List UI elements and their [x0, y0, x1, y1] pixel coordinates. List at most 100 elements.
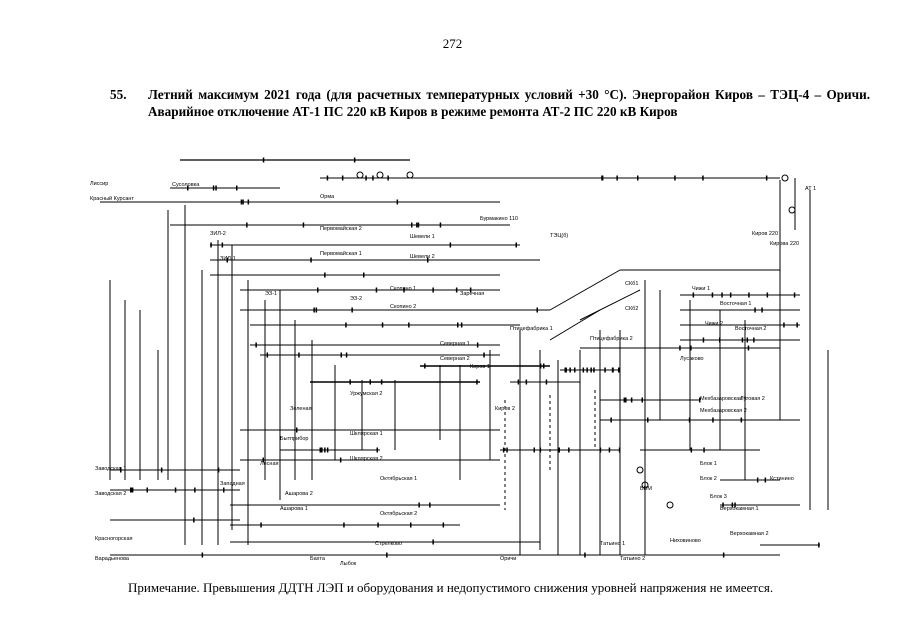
breaker-mark [729, 292, 732, 298]
breaker-mark [731, 502, 734, 508]
breaker-mark [565, 367, 567, 373]
substation-label: Сусоловка [172, 182, 200, 188]
breaker-mark [611, 367, 614, 373]
substation-label: Чижи 1 [692, 286, 710, 292]
substation-label: ЗИЛ-1 [220, 256, 236, 262]
substation-label: Варадьенова [95, 556, 130, 562]
transformer-symbol [666, 501, 674, 509]
substation-label: Луговая 2 [740, 396, 765, 402]
substation-label: Оричи [500, 556, 516, 562]
breaker-mark [766, 292, 769, 298]
breaker-mark [582, 367, 585, 373]
breaker-mark [375, 287, 378, 293]
breaker-mark [296, 427, 298, 433]
breaker-mark [539, 447, 542, 453]
breaker-mark [796, 322, 798, 328]
breaker-mark [260, 522, 262, 528]
substation-label: Лусаково [680, 356, 704, 362]
breaker-mark [376, 447, 378, 453]
breaker-mark [590, 367, 592, 373]
breaker-mark [262, 157, 265, 163]
substation-label: Скопино 2 [390, 304, 416, 310]
breaker-mark [574, 367, 576, 373]
breaker-mark [377, 522, 379, 528]
breaker-mark [604, 367, 606, 373]
breaker-mark [476, 379, 478, 385]
breaker-mark [187, 185, 189, 191]
breaker-mark [353, 157, 356, 163]
breaker-mark [601, 175, 604, 181]
breaker-mark [212, 185, 215, 191]
breaker-mark [593, 367, 595, 373]
breaker-mark [525, 379, 528, 385]
substation-label: Верхокамная 1 [720, 506, 759, 512]
breaker-mark [740, 417, 743, 423]
breaker-mark [719, 337, 721, 343]
substation-label: Лиссир [90, 181, 108, 187]
breaker-mark [618, 367, 620, 373]
breaker-mark [365, 175, 367, 181]
breaker-mark [625, 397, 627, 403]
breaker-mark [427, 257, 429, 263]
substation-label: Заводская 1 [95, 466, 126, 472]
breaker-mark [703, 447, 705, 453]
breaker-mark [210, 242, 212, 248]
substation-label: Ниховиново [670, 538, 701, 544]
section-number: 55. [110, 87, 127, 102]
breaker-mark [408, 322, 410, 328]
substation-label: Заречная [460, 291, 484, 297]
substation-label: Бурмакино 110 [480, 216, 518, 222]
breaker-mark [702, 175, 704, 181]
substation-label: Киров 220 [752, 231, 778, 237]
substation-label: Мехбазаровская 1 [700, 396, 747, 402]
breaker-mark [341, 175, 344, 181]
substation-label: Блок 1 [700, 461, 717, 467]
transformer-symbol [636, 466, 644, 474]
breaker-mark [319, 447, 321, 453]
breaker-mark [340, 352, 342, 358]
breaker-mark [623, 397, 626, 403]
breaker-mark [417, 222, 420, 228]
breaker-mark [439, 222, 442, 228]
breaker-mark [616, 175, 618, 181]
breaker-mark [369, 379, 371, 385]
breaker-mark [608, 447, 611, 453]
breaker-mark [637, 175, 639, 181]
breaker-mark [515, 242, 517, 248]
breaker-mark [568, 447, 570, 453]
substation-label: Киров 1 [470, 364, 490, 370]
breaker-mark [539, 363, 542, 369]
transformer-symbol [356, 171, 364, 179]
transformer-symbol [406, 171, 414, 179]
breaker-mark [298, 352, 300, 358]
breaker-mark [240, 199, 243, 205]
breaker-mark [160, 467, 163, 473]
breaker-mark [761, 307, 763, 313]
breaker-mark [746, 337, 749, 343]
breaker-mark [756, 477, 759, 483]
substation-label: Октябрьская 2 [380, 511, 417, 517]
breaker-mark [754, 307, 756, 313]
substation-label: Шевели 1 [410, 234, 435, 240]
breaker-mark [432, 539, 434, 545]
substation-label: Зеленая [290, 406, 312, 412]
breaker-mark [380, 379, 383, 385]
breaker-mark [242, 199, 244, 205]
substation-label: Блок 2 [700, 476, 717, 482]
breaker-mark [345, 352, 348, 358]
breaker-mark [569, 367, 571, 373]
transformer-symbol [376, 171, 384, 179]
substation-label: Уржумская 2 [350, 391, 382, 397]
breaker-mark [586, 367, 588, 373]
breaker-mark [699, 397, 701, 403]
substation-label: Западная [220, 481, 245, 487]
breaker-mark [679, 345, 681, 351]
grid-line [549, 309, 601, 341]
breaker-mark [266, 352, 269, 358]
substation-label: Первомайская 1 [320, 250, 362, 257]
grid-line [579, 289, 641, 321]
breaker-mark [690, 345, 692, 351]
breaker-mark [536, 307, 538, 313]
breaker-mark [236, 185, 238, 191]
